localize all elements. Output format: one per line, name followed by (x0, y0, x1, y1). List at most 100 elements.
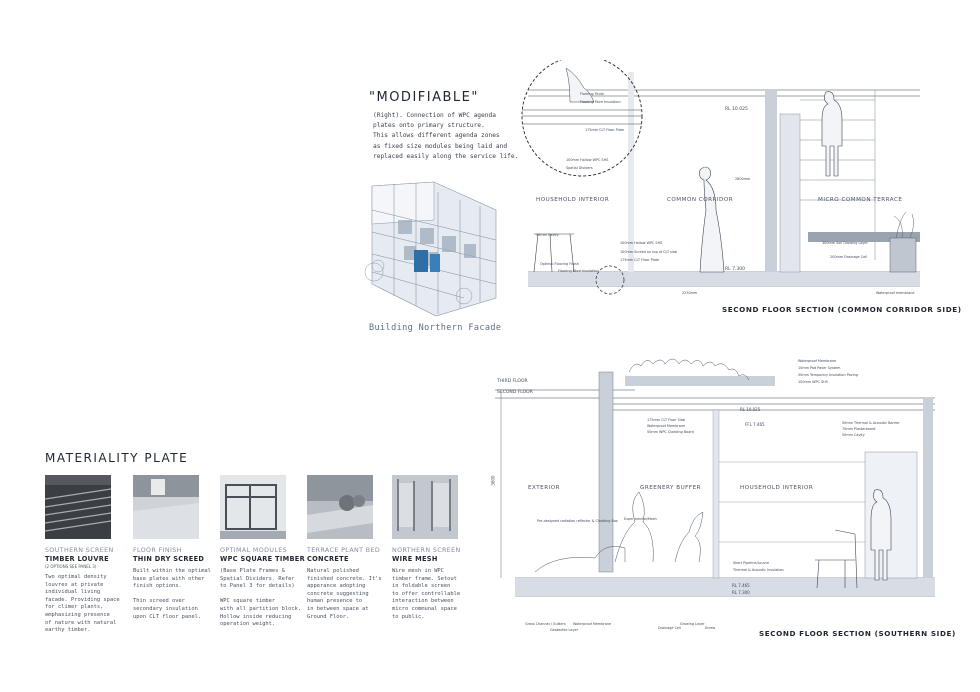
desc-line: Spatial Dividers. Refer (220, 575, 295, 582)
material-card-wpc-timber: OPTIMAL MODULES WPC SQUARE TIMBER (Base … (220, 475, 305, 629)
zone-common-corridor: COMMON CORRIDOR (667, 197, 734, 203)
level-rl-floor: RL 7.300 (725, 267, 745, 272)
note-clt: 175mm CLT Floor Plate (620, 258, 660, 262)
desc-line: apperance adopting (307, 583, 366, 590)
detail-note-dividers: Spatial Dividers (566, 166, 593, 170)
desc-line: finished concrete. It's (307, 575, 382, 582)
snote-screw: Screw (705, 626, 716, 630)
desc-line: base plates with other (133, 575, 205, 582)
material-card-dry-screed: FLOOR FINISH THIN DRY SCREED Built withi… (133, 475, 211, 621)
snote-reflector: Pre-designed radiation reflector & Cladd… (537, 519, 618, 523)
southern-section-title: SECOND FLOOR SECTION (SOUTHERN SIDE) (759, 629, 956, 638)
note-wpc-shs: 100mm Hollow WPC SHS (620, 241, 663, 245)
corridor-section-title: SECOND FLOOR SECTION (COMMON CORRIDOR SI… (722, 305, 962, 314)
desc-line: in foldable screen (392, 583, 451, 590)
detail-note-finish: Flooring Finish (580, 92, 605, 96)
note-waterproof: Waterproof membrane (876, 291, 915, 295)
snote-clt: 175mm CLT Floor Slab (647, 418, 685, 422)
material-name: CONCRETE (307, 555, 349, 563)
snote-shs: 100mm WPC SHS (798, 380, 828, 384)
snote-plasterboard: 70mm Plasterboard (842, 427, 876, 431)
floor-second: SECOND FLOOR (497, 390, 533, 395)
material-card-concrete: TERRACE PLANT BED CONCRETE Natural polis… (307, 475, 385, 621)
material-card-timber-louvre: SOUTHERN SCREEN TIMBER LOUVRE (2 OPTIONS… (45, 475, 123, 635)
desc-line: earthy timber. (45, 627, 91, 634)
desc-line (133, 591, 211, 599)
desc-line: interaction between (392, 598, 454, 605)
snote-louvre: Short Pipeline/Louvre (733, 561, 770, 565)
level-rl-7300: RL 7.300 (732, 590, 750, 595)
level-ffl: FFL 7.465 (745, 422, 765, 427)
snote-geotextile: Geotextile Layer (550, 628, 578, 632)
desc-line: for climer plants, (45, 604, 104, 611)
material-card-wire-mesh: NORTHERN SCREEN WIRE MESH Wire mesh in W… (392, 475, 470, 621)
material-name: TIMBER LOUVRE (45, 555, 109, 563)
desc-line: Wire mesh in WPC (392, 568, 444, 574)
desc-line: to public. (392, 613, 425, 620)
desc-line: facade. Providing space (45, 596, 120, 603)
snote-gutter: Grass Channel / Gutters (525, 622, 566, 626)
material-category: TERRACE PLANT BED (307, 547, 381, 554)
desc-line: individual living (45, 589, 101, 596)
desc-line: WPC square timber (220, 598, 276, 605)
desc-line: Ground Floor. (307, 613, 350, 620)
dim-height: 2800mm (735, 177, 751, 181)
desc-line: to offer controllable (392, 590, 461, 597)
desc-line: concrete suggesting (307, 590, 369, 597)
materiality-title: MATERIALITY PLATE (45, 451, 189, 465)
material-category: SOUTHERN SCREEN (45, 547, 114, 554)
desc-line: Hollow inside reducing (220, 613, 292, 620)
snote-thermal: Thermal & Acoustic Insulation (733, 568, 784, 572)
desc-line: with all partition block. (220, 605, 302, 612)
dim-3600: 3600 (490, 475, 496, 486)
modifiable-line: plates onto primary structure. (373, 122, 485, 130)
zone-household-interior-south: HOUSEHOLD INTERIOR (740, 485, 814, 491)
modifiable-line: replaced easily along the service life. (373, 152, 519, 160)
modifiable-line: (Right). Connection of WPC agenda (373, 112, 496, 119)
desc-line: timber frame. Setout (392, 575, 457, 582)
desc-line: Two optimal density (45, 574, 107, 580)
note-drainage: 200mm Drainage Cell (830, 255, 868, 259)
snote-cavity: 50mm Cavity (842, 433, 865, 437)
desc-line: micro communal space (392, 605, 457, 612)
dry-screed-photo (133, 475, 199, 539)
note-flooring: Optimal Flooring Finish (540, 262, 579, 266)
snote-paver: 10mm Pad Paver System (798, 366, 841, 370)
desc-line: of nature with natural (45, 619, 117, 626)
timber-louvre-photo (45, 475, 111, 539)
snote-growing: Growing Layer (680, 622, 705, 626)
zone-greenery-buffer: GREENERY BUFFER (640, 485, 702, 491)
detail-note-insulation: Flooring Fibre Insulation (580, 100, 621, 104)
level-rl-7465: RL 7.465 (732, 583, 750, 588)
material-description: Built within the optimal base plates wit… (133, 568, 211, 621)
snote-membrane-2: Waterproof Membrane (647, 424, 686, 428)
facade-caption: Building Northern Facade (369, 323, 502, 333)
note-cavity: 50mm Cavity (536, 233, 559, 237)
desc-line: upon CLT floor panel. (133, 613, 202, 620)
desc-line: Natural polished (307, 568, 359, 574)
snote-cladding: 50mm WPC Cladding Board (647, 430, 694, 434)
concrete-photo (307, 475, 373, 539)
northern-facade-axonometric (364, 181, 497, 317)
modifiable-title: "MODIFIABLE" (369, 90, 479, 105)
wpc-timber-photo (220, 475, 286, 539)
material-description: (Base Plate Frames & Spatial Dividers. R… (220, 568, 302, 629)
desc-line: human presence to (307, 598, 363, 605)
snote-drainage: Drainage Cell (658, 626, 681, 630)
floor-third: THIRD FLOOR (497, 379, 528, 384)
snote-membrane-3: Waterproof Membrane (573, 622, 612, 626)
level-rl-top: RL 10.025 (725, 107, 748, 112)
desc-line: Thin screed over (133, 598, 185, 605)
modifiable-line: as fixed size modules being laid and (373, 142, 508, 150)
desc-line: in between space at (307, 605, 369, 612)
desc-line: Built within the optimal (133, 568, 211, 574)
material-category: OPTIMAL MODULES (220, 547, 288, 554)
material-description: Natural polished finished concrete. It's… (307, 568, 385, 621)
note-soil: 300mm Soil Growing Layer (822, 241, 868, 245)
detail-note-clt: 175mm CLT Floor Plate (585, 128, 625, 132)
material-description: Two optimal density louvres at private i… (45, 574, 123, 635)
desc-line: louvres at private (45, 581, 104, 588)
snote-membrane: Waterproof Membrane (798, 359, 837, 363)
desc-line: emphasizing presence (45, 611, 110, 618)
detail-note-shs: 100mm Hollow WPC SHS (566, 158, 609, 162)
